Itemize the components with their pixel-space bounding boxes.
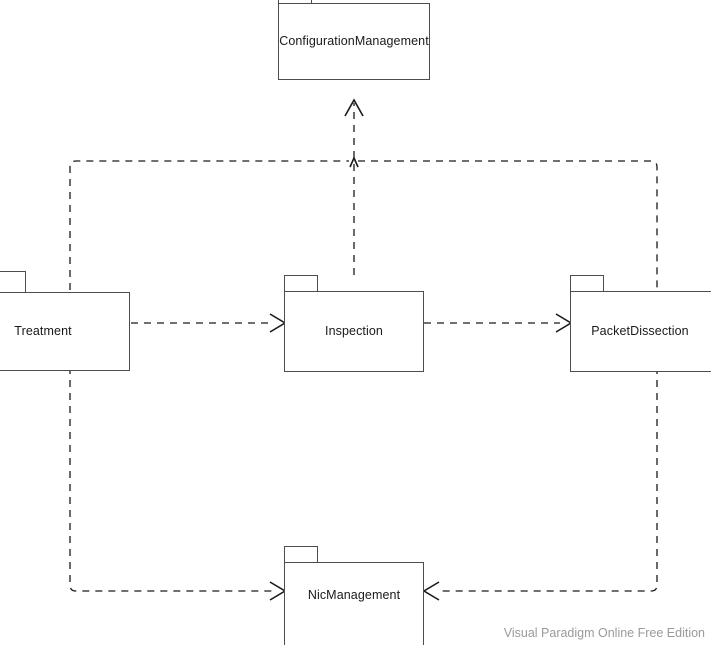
package-configuration-management[interactable]: ConfigurationManagement <box>278 0 430 80</box>
edge-routing-bus-top-right <box>358 160 658 290</box>
package-body-inspection: Inspection <box>284 291 424 372</box>
arrowhead-packet-dissection-left <box>555 313 573 333</box>
package-tab-nic-management <box>284 546 318 563</box>
package-body-treatment: Treatment <box>0 292 130 371</box>
package-body-nic-management: NicManagement <box>284 562 424 645</box>
arrowhead-configuration-management <box>344 98 364 117</box>
arrowhead-nic-management-right <box>422 581 440 601</box>
package-label-nic-management: NicManagement <box>307 587 401 602</box>
arrowhead-nic-management-left <box>269 581 287 601</box>
package-treatment[interactable]: Treatment <box>0 271 130 371</box>
arrowhead-routing-bus-junction <box>349 156 359 168</box>
package-label-configuration-management: ConfigurationManagement <box>279 34 429 48</box>
package-label-treatment: Treatment <box>14 324 72 338</box>
package-packet-dissection[interactable]: PacketDissection <box>570 275 711 372</box>
package-label-packet-dissection: PacketDissection <box>591 324 689 338</box>
package-label-inspection: Inspection <box>325 324 383 338</box>
edge-routing-bus-right-down <box>437 367 658 592</box>
watermark-label: Visual Paradigm Online Free Edition <box>503 626 705 640</box>
package-body-configuration-management: ConfigurationManagement <box>278 3 430 80</box>
package-tab-configuration-management <box>278 0 312 4</box>
package-tab-inspection <box>284 275 318 292</box>
package-nic-management[interactable]: NicManagement <box>284 546 424 645</box>
package-tab-treatment <box>0 271 26 293</box>
package-tab-packet-dissection <box>570 275 604 292</box>
package-inspection[interactable]: Inspection <box>284 275 424 372</box>
package-body-packet-dissection: PacketDissection <box>570 291 711 372</box>
edge-routing-bus-left-down <box>69 367 272 592</box>
arrowhead-inspection-left <box>269 313 287 333</box>
